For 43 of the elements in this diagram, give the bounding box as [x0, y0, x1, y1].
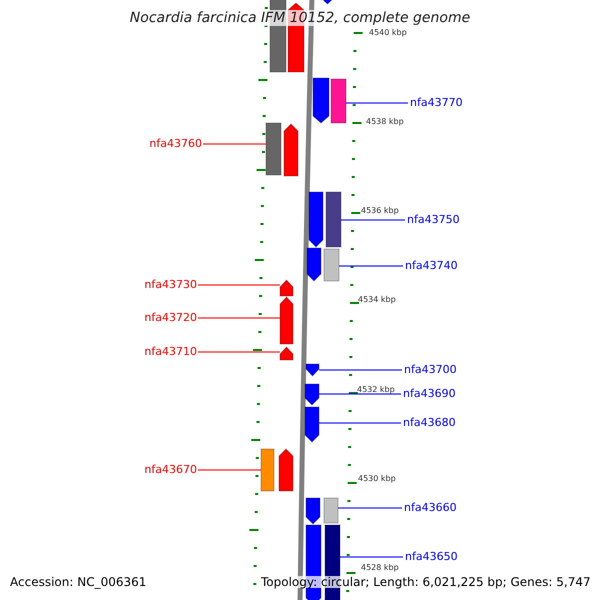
gene-feature: [326, 192, 342, 248]
footer-text: Topology: circular; Length: 6,021,225 bp; Genes: 5,747: [261, 576, 591, 588]
gene-label: nfa43730: [144, 279, 197, 290]
gene-label: nfa43720: [144, 312, 197, 323]
gene-label: nfa43660: [404, 502, 457, 513]
leader-line: [198, 284, 280, 286]
gene-label: nfa43690: [403, 388, 456, 399]
scale-label: 4530 kbp: [358, 475, 396, 483]
gene-feature: [324, 248, 340, 282]
scale-label: 4532 kbp: [357, 386, 395, 394]
gene-label: nfa43650: [405, 551, 458, 562]
gene-feature: [306, 364, 320, 377]
gene-feature: [304, 384, 320, 406]
gene-feature: [330, 78, 346, 124]
gene-label: nfa43740: [405, 260, 458, 271]
gene-label: nfa43670: [144, 464, 197, 475]
scale-label: 4534 kbp: [358, 296, 396, 304]
gene-feature: [284, 123, 298, 176]
gene-label: nfa43750: [407, 214, 460, 225]
gene-feature: [266, 122, 282, 176]
gene-label: nfa43680: [403, 417, 456, 428]
gene-label: nfa43710: [144, 346, 197, 357]
gene-feature: [312, 78, 330, 124]
gene-feature: [308, 192, 324, 248]
gene-feature: [260, 448, 274, 492]
scale-label: 4540 kbp: [369, 29, 407, 37]
gene-feature: [280, 279, 294, 296]
gene-feature: [278, 448, 294, 492]
gene-feature: [304, 406, 320, 443]
gene-feature: [324, 498, 338, 524]
scale-label: 4538 kbp: [366, 118, 404, 126]
leader-line: [318, 422, 402, 424]
leader-line: [346, 102, 408, 104]
gene-label: nfa43760: [149, 138, 202, 149]
scale-label: 4528 kbp: [361, 564, 399, 572]
gene-feature: [306, 248, 322, 282]
footer-text: Accession: NC_006361: [10, 576, 146, 588]
gene-label: nfa43700: [404, 364, 457, 375]
leader-line: [340, 556, 404, 558]
gene-label: nfa43770: [410, 97, 463, 108]
gene-feature: [280, 346, 294, 360]
gene-feature: [306, 498, 320, 525]
scale-label: 4536 kbp: [361, 207, 399, 215]
